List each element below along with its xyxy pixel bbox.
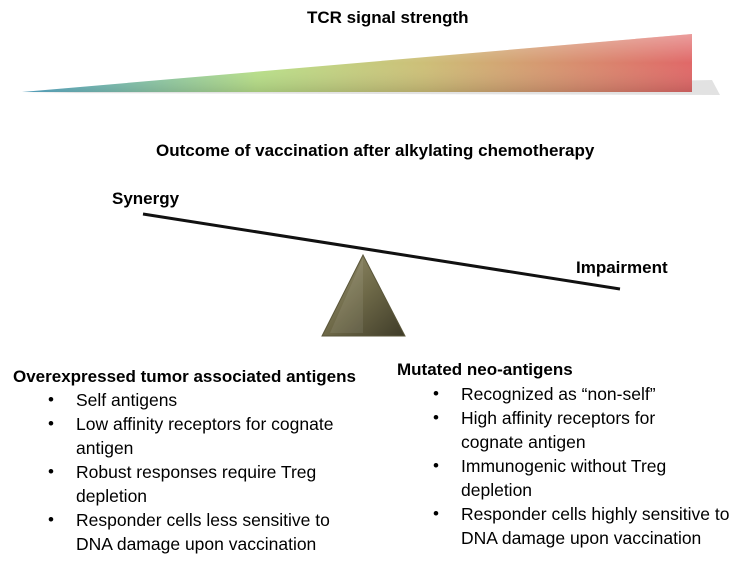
bullet-icon: • bbox=[433, 456, 439, 475]
right-panel-title: Mutated neo-antigens bbox=[397, 360, 573, 379]
signal-strength-title: TCR signal strength bbox=[307, 8, 469, 27]
seesaw-graphic bbox=[142, 212, 621, 337]
left-panel-title: Overexpressed tumor associated antigens bbox=[13, 367, 356, 386]
synergy-label: Synergy bbox=[112, 189, 180, 208]
outcome-title: Outcome of vaccination after alkylating … bbox=[156, 141, 595, 160]
list-item: • Responder cells less sensitive to DNA … bbox=[48, 510, 330, 554]
bullet-icon: • bbox=[48, 462, 54, 481]
impairment-label: Impairment bbox=[576, 258, 668, 277]
list-item: • Low affinity receptors for cognate ant… bbox=[48, 414, 334, 458]
list-item: • Robust responses require Treg depletio… bbox=[48, 462, 317, 506]
list-item: • High affinity receptors for cognate an… bbox=[433, 408, 656, 452]
bullet-icon: • bbox=[48, 414, 54, 433]
list-item: • Responder cells highly sensitive to DN… bbox=[433, 504, 730, 548]
bullet-icon: • bbox=[433, 408, 439, 427]
signal-strength-wedge bbox=[22, 34, 720, 95]
bullet-icon: • bbox=[433, 384, 439, 403]
list-item: • Immunogenic without Treg depletion bbox=[433, 456, 667, 500]
fulcrum-triangle bbox=[321, 253, 406, 337]
bullet-icon: • bbox=[433, 504, 439, 523]
left-panel-list: • Self antigens • Low affinity receptors… bbox=[48, 388, 368, 556]
bullet-icon: • bbox=[48, 510, 54, 529]
right-panel-list: • Recognized as “non-self” • High affini… bbox=[433, 382, 738, 550]
list-item: • Recognized as “non-self” bbox=[433, 384, 656, 404]
bullet-icon: • bbox=[48, 390, 54, 409]
seesaw-beam bbox=[142, 212, 621, 291]
list-item: • Self antigens bbox=[48, 390, 178, 410]
